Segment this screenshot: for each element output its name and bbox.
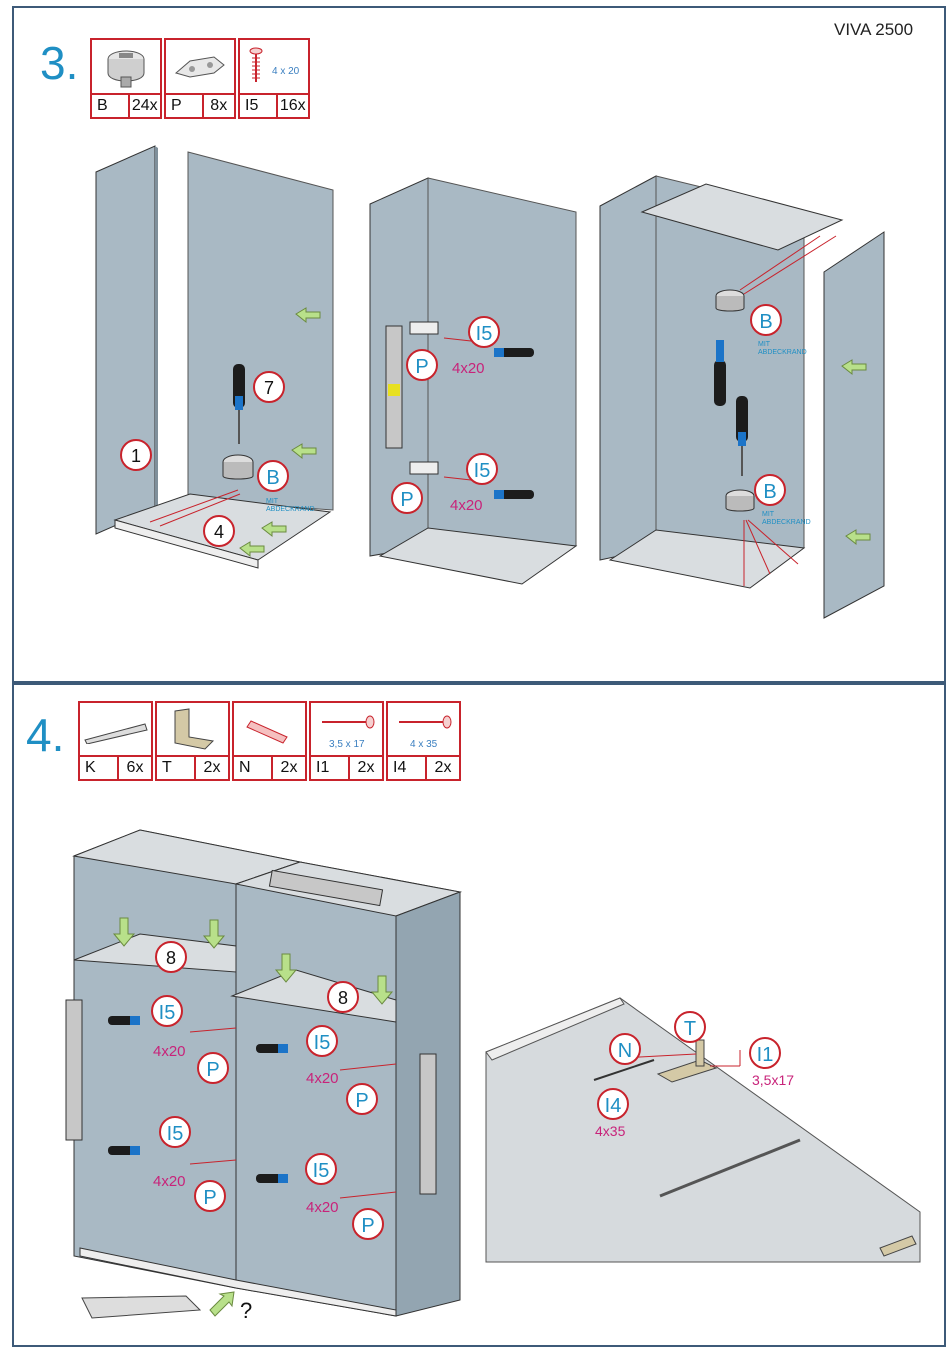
step-4-number: 4. <box>26 708 64 762</box>
part-code: I1 <box>311 757 348 779</box>
callout-7-text: 7 <box>264 378 274 398</box>
callout-b-text: B <box>759 311 772 333</box>
size-label: 4x20 <box>450 497 483 514</box>
part-code: N <box>234 757 271 779</box>
rail-bracket-icon <box>410 322 438 334</box>
rail-bracket-icon <box>410 462 438 474</box>
part-code: T <box>157 757 194 779</box>
wall-plug-icon <box>234 703 305 757</box>
part-qty: 2x <box>348 757 382 779</box>
part-spec: 4 x 35 <box>410 739 437 750</box>
screw-icon: 3,5 x 17 <box>311 703 382 757</box>
part-spec: 3,5 x 17 <box>329 739 365 750</box>
part-code: I4 <box>388 757 425 779</box>
callout-1-text: 1 <box>131 446 141 466</box>
mit-label: MIT <box>758 341 771 348</box>
step-4-frame <box>12 683 946 1347</box>
mit-label: MIT <box>762 511 775 518</box>
side-panel <box>96 146 155 534</box>
screw-icon: 4 x 35 <box>388 703 459 757</box>
screwdriver-icon <box>494 348 534 357</box>
part-code: K <box>80 757 117 779</box>
callout-p-text: P <box>415 356 428 378</box>
part-qty: 2x <box>271 757 305 779</box>
back-panel <box>188 152 333 510</box>
mit-label: MIT <box>266 498 279 505</box>
size-label: 4x20 <box>452 360 485 377</box>
cam-lock-icon <box>726 490 754 511</box>
angle-bracket-icon <box>157 703 228 757</box>
callout-4-text: 4 <box>214 522 224 542</box>
abdeckrand-label: ABDECKRAND <box>762 519 811 526</box>
cam-lock-icon <box>223 455 253 479</box>
step-3-illustration: 1 7 4 B MIT ABDECKRAND I5 4x20 P I5 4x20… <box>0 0 950 683</box>
callout-b-text: B <box>763 481 776 503</box>
callout-i5-text: I5 <box>476 323 493 345</box>
part-qty: 2x <box>425 757 459 779</box>
cam-lock-icon <box>716 290 744 311</box>
abdeckrand-label: ABDECKRAND <box>266 506 315 513</box>
callout-p-text: P <box>400 489 413 511</box>
screwdriver-icon <box>494 490 534 499</box>
callout-i5-text: I5 <box>474 460 491 482</box>
part-qty: 6x <box>117 757 151 779</box>
abdeckrand-label: ABDECKRAND <box>758 349 807 356</box>
callout-b-text: B <box>266 467 279 489</box>
cabinet-side <box>600 176 656 560</box>
wedge-icon <box>80 703 151 757</box>
part-qty: 2x <box>194 757 228 779</box>
right-side-panel <box>824 232 884 618</box>
